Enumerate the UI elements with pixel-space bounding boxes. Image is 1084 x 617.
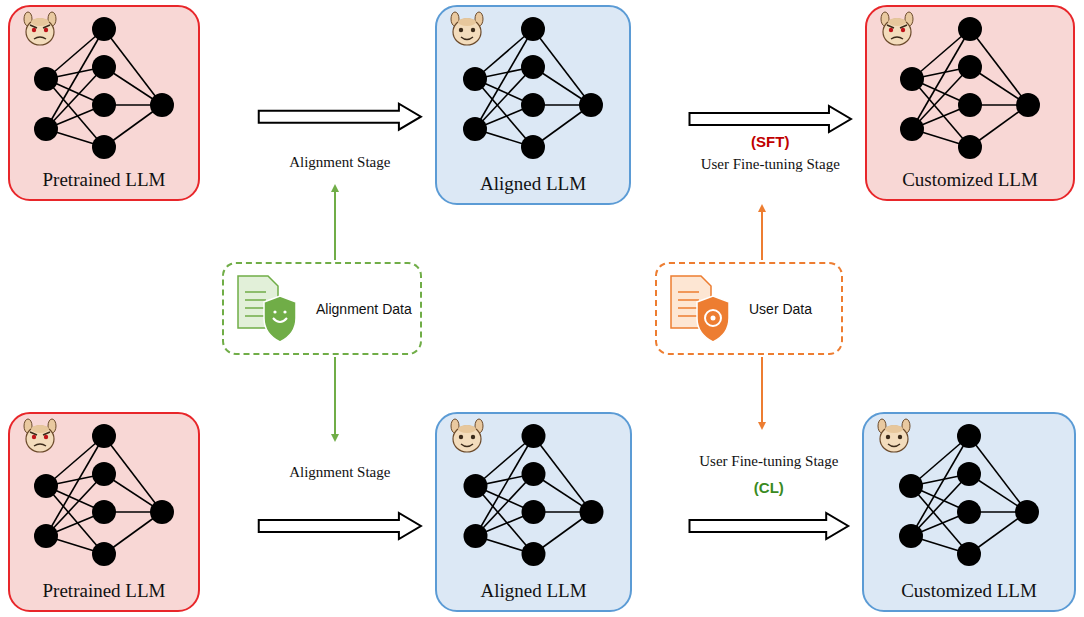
neuron (521, 93, 545, 117)
neuron (522, 500, 546, 524)
neuron (34, 524, 58, 548)
stage-label: User Fine-tuning Stage (697, 453, 840, 470)
neuron (958, 93, 982, 117)
neuron (92, 55, 116, 79)
node-label: Pretrained LLM (10, 169, 198, 191)
node-label: User Data (749, 301, 812, 317)
llama-icon (881, 12, 913, 45)
neuron (464, 474, 488, 498)
neuron (579, 93, 603, 117)
network-links (911, 436, 1027, 554)
neuron (1015, 500, 1039, 524)
document-icon (238, 276, 296, 342)
network-links (46, 29, 162, 147)
feed-arrow (334, 357, 336, 440)
neuron (522, 462, 546, 486)
node-label: Customized LLM (864, 580, 1074, 602)
neuron (580, 500, 604, 524)
llama-icon (878, 419, 910, 452)
node-label: Pretrained LLM (10, 580, 198, 602)
neuron (92, 542, 116, 566)
llama-icon (451, 419, 483, 452)
stage-label: User Fine-tuning Stage (699, 156, 842, 173)
node-label: Alignment Data (316, 301, 412, 317)
neuron (92, 135, 116, 159)
node-label: Aligned LLM (437, 580, 630, 602)
llama-icon (451, 12, 483, 45)
llama-icon (24, 12, 56, 45)
neuron (34, 117, 58, 141)
neuron (957, 500, 981, 524)
feed-arrow (334, 186, 336, 260)
network-links (46, 436, 162, 554)
network-links (912, 29, 1028, 147)
neuron (92, 424, 116, 448)
model-box: Customized LLM (865, 5, 1075, 201)
neuron (34, 67, 58, 91)
neuron (958, 55, 982, 79)
neuron (150, 93, 174, 117)
method-tag: (SFT) (749, 133, 791, 150)
network-links (476, 436, 592, 554)
block-arrow (259, 104, 421, 130)
neuron (92, 93, 116, 117)
model-box: Customized LLM (862, 412, 1076, 612)
neuron (957, 424, 981, 448)
neuron (464, 524, 488, 548)
neuron (92, 17, 116, 41)
method-tag: (CL) (752, 479, 786, 496)
neuron (521, 55, 545, 79)
model-box: Aligned LLM (435, 5, 631, 205)
neuron (150, 500, 174, 524)
neuron (522, 542, 546, 566)
neuron (900, 117, 924, 141)
feed-arrow (761, 206, 763, 260)
neuron (463, 67, 487, 91)
neuron (92, 500, 116, 524)
neuron (1016, 93, 1040, 117)
data-box: User Data (655, 262, 843, 355)
neuron (957, 462, 981, 486)
block-arrow (690, 106, 851, 132)
model-box: Pretrained LLM (8, 5, 200, 201)
neuron (92, 462, 116, 486)
model-box: Aligned LLM (435, 412, 632, 612)
neuron (900, 67, 924, 91)
document-icon (671, 276, 729, 342)
stage-label: Alignment Stage (287, 464, 392, 481)
neuron (521, 17, 545, 41)
network-links (475, 29, 591, 147)
node-label: Aligned LLM (437, 173, 629, 195)
data-box: Alignment Data (222, 262, 422, 355)
llama-icon (24, 419, 56, 452)
neuron (521, 135, 545, 159)
neuron (522, 424, 546, 448)
model-box: Pretrained LLM (8, 412, 200, 612)
neuron (463, 117, 487, 141)
neuron (899, 524, 923, 548)
stage-label: Alignment Stage (287, 153, 392, 170)
neuron (957, 542, 981, 566)
node-label: Customized LLM (867, 169, 1073, 191)
feed-arrow (761, 357, 763, 428)
neuron (899, 474, 923, 498)
neuron (34, 474, 58, 498)
block-arrow (259, 513, 421, 539)
neuron (958, 135, 982, 159)
block-arrow (690, 513, 849, 539)
neuron (958, 17, 982, 41)
